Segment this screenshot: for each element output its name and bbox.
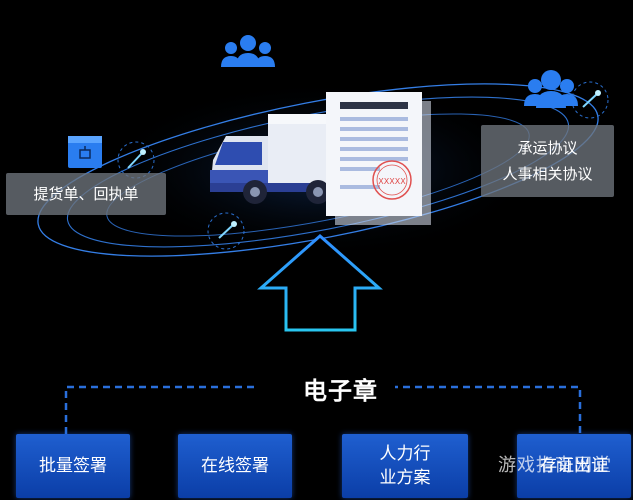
stamp-text: XXXXX [378,177,406,186]
watermark-text: 游戏指南网堂 [498,455,612,476]
hr-solution-button[interactable]: 人力行 业方案 [342,434,468,498]
label-agreements: 承运协议 人事相关协议 [481,125,614,197]
batch-sign-label: 批量签署 [39,456,107,476]
label-bill-of-lading: 提货单、回执单 [6,173,166,215]
stamp-seal [372,160,412,200]
hr-solution-label-line1: 人力行 [379,444,431,464]
label-right-line1: 承运协议 [517,139,578,157]
orbit-marker-bottom [207,212,245,250]
orbit-marker-right [571,81,609,119]
batch-sign-button[interactable]: 批量签署 [16,434,130,498]
hr-solution-label-line2: 业方案 [379,468,431,488]
brand: 电子章 [255,370,395,406]
label-left-text: 提货单、回执单 [33,185,139,203]
contract-document: XXXXX [326,92,431,225]
online-sign-button[interactable]: 在线签署 [178,434,292,498]
online-sign-label: 在线签署 [201,456,269,476]
up-arrow-outline [257,234,383,332]
package-box-icon [68,136,102,168]
brand-name: 电子章 [303,376,378,405]
evidence-certificate-button[interactable]: 存证出证 [517,434,631,498]
label-right-line2: 人事相关协议 [502,165,593,183]
orbit-ring-outer [37,83,599,257]
evidence-certificate-label: 存证出证 [540,456,608,476]
orbit-marker-left [117,141,155,179]
group-people-icon [524,70,578,108]
group-people-icon [221,35,275,67]
